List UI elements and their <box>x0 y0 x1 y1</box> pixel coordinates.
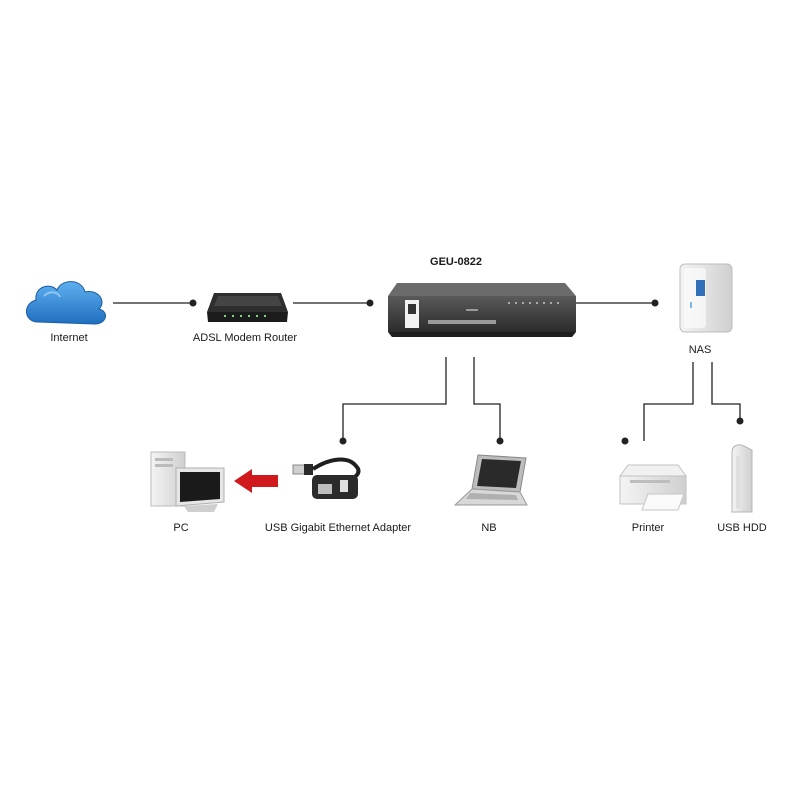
switch-icon <box>388 283 576 337</box>
dot-modem <box>189 299 197 307</box>
dot-printer <box>621 437 629 445</box>
line-switch-nb <box>473 357 501 441</box>
printer-label: Printer <box>631 522 665 534</box>
dot-adapter <box>339 437 347 445</box>
connection-dots <box>189 299 744 445</box>
line-nas-usbhdd <box>711 362 741 420</box>
switch-model-label: GEU-0822 <box>430 256 482 268</box>
red-arrow-icon <box>234 469 278 493</box>
pc-icon <box>150 451 225 512</box>
dot-switch <box>366 299 374 307</box>
connection-lines <box>113 302 741 441</box>
nas-label: NAS <box>688 344 712 356</box>
adapter-label: USB Gigabit Ethernet Adapter <box>264 522 412 534</box>
cloud-icon <box>26 281 106 325</box>
pc-label: PC <box>173 522 189 534</box>
modem-label: ADSL Modem Router <box>192 332 298 344</box>
printer-icon <box>619 464 687 511</box>
dot-usbhdd <box>736 417 744 425</box>
line-nas-printer <box>643 362 694 441</box>
notebook-icon <box>453 454 528 506</box>
internet-label: Internet <box>50 332 88 344</box>
usb-hdd-label: USB HDD <box>717 522 767 534</box>
dot-nb <box>496 437 504 445</box>
usb-hdd-icon <box>731 444 753 513</box>
usb-adapter-icon <box>292 457 361 499</box>
nas-icon <box>679 263 733 333</box>
nb-label: NB <box>481 522 497 534</box>
line-switch-adapter <box>342 357 447 441</box>
dot-nas <box>651 299 659 307</box>
modem-router-icon <box>207 293 288 322</box>
